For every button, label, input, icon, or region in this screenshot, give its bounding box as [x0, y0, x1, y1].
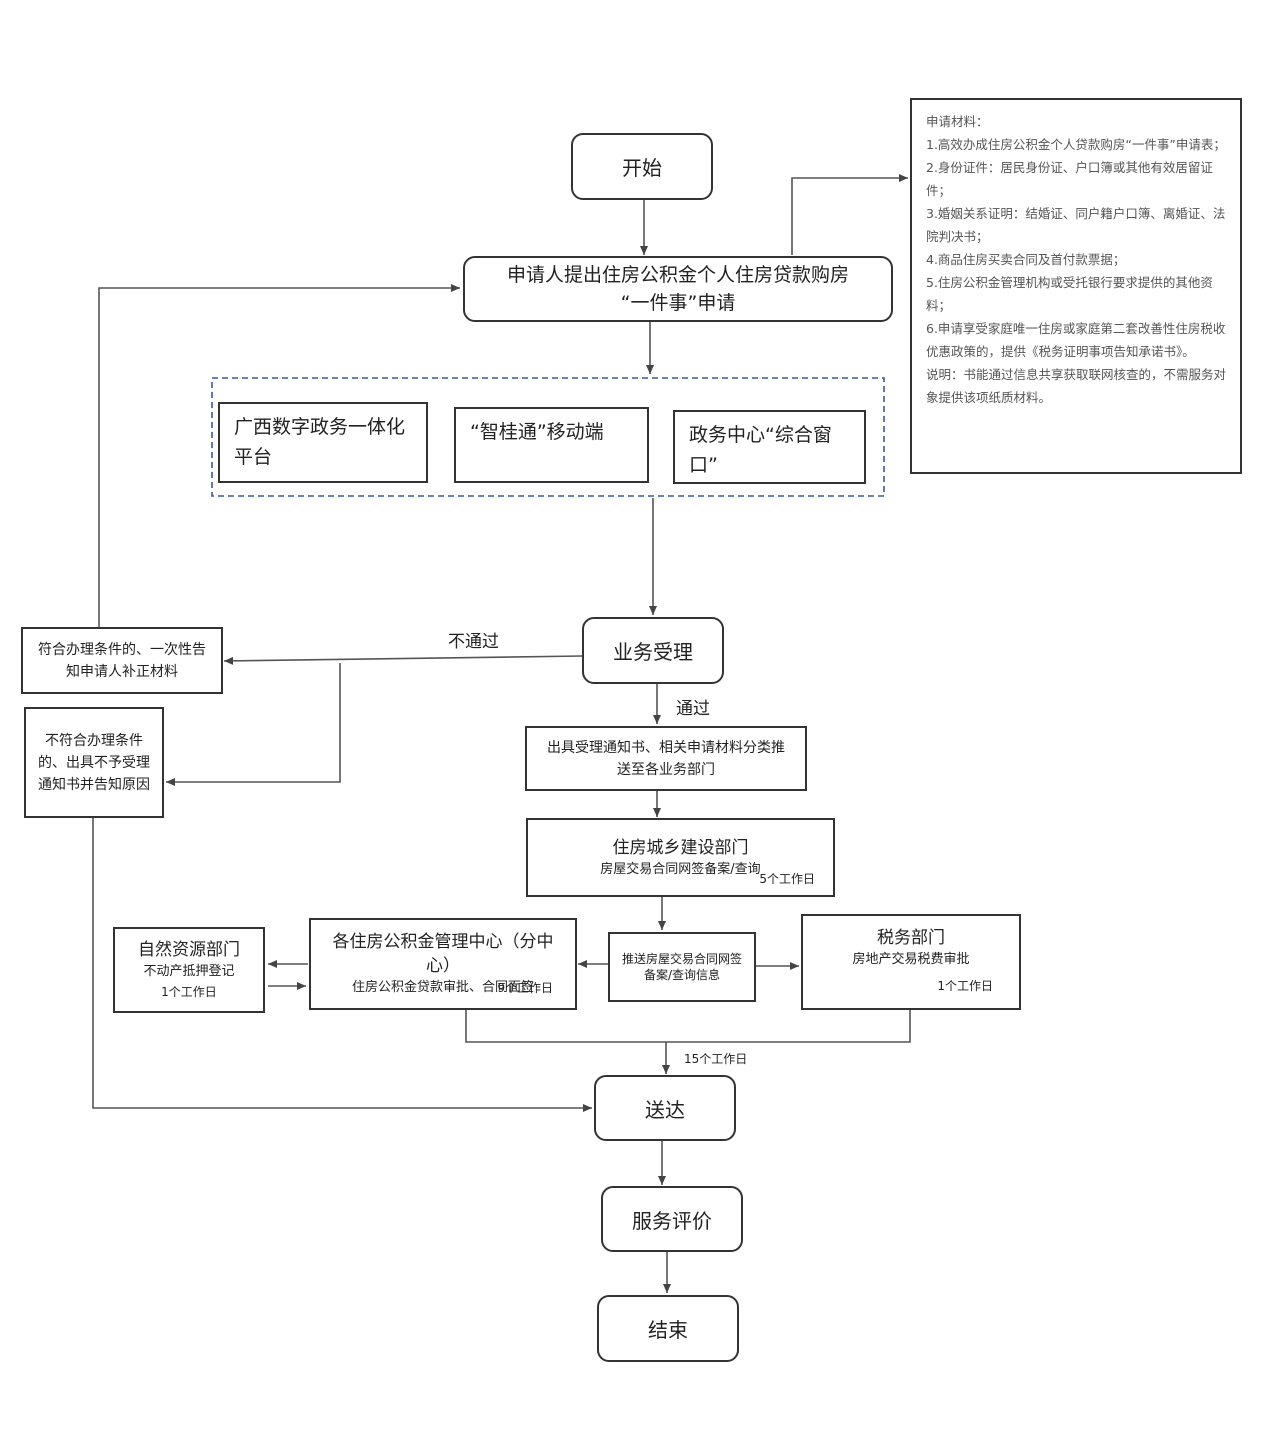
- fail-label: 不通过: [448, 632, 499, 652]
- apply-label-line1: 申请人提出住房公积金个人住房贷款购房: [506, 264, 849, 286]
- natural-dept-sub: 不动产抵押登记: [143, 964, 235, 979]
- arrow-to-reject: [166, 663, 341, 786]
- arrow-reject-deliver: [92, 818, 592, 1112]
- materials-note: 申请材料： 1.高效办成住房公积金个人贷款购房“一件事”申请表； 2.身份证件：…: [910, 98, 1242, 474]
- materials-item: 3.婚姻关系证明：结婚证、同户籍户口簿、离婚证、法院判决书；: [926, 206, 1226, 244]
- supplement-label: 符合办理条件的、一次性告知申请人补正材料: [38, 641, 206, 680]
- arrow-apply-materials: [791, 174, 908, 255]
- start-node: 开始: [571, 133, 713, 200]
- materials-item: 6.申请享受家庭唯一住房或家庭第二套改善性住房税收优惠政策的，提供《税务证明事项…: [926, 321, 1226, 359]
- deliver-node: 送达: [594, 1075, 736, 1141]
- total-days-label: 15个工作日: [684, 1052, 748, 1066]
- housing-dept-node: 住房城乡建设部门 房屋交易合同网签备案/查询 5个工作日: [526, 818, 835, 897]
- tax-dept-title: 税务部门: [877, 928, 945, 948]
- supplement-node: 符合办理条件的、一次性告知申请人补正材料: [21, 627, 223, 694]
- materials-note-text: 说明：书能通过信息共享获取联网核查的，不需服务对象提供该项纸质材料。: [926, 367, 1227, 405]
- push-info-label: 推送房屋交易合同网签备案/查询信息: [622, 952, 743, 982]
- fund-center-title: 各住房公积金管理中心（分中心）: [332, 932, 554, 976]
- reject-label: 不符合办理条件的、出具不予受理通知书并告知原因: [38, 732, 150, 793]
- channel-platform-label: 广西数字政务一体化平台: [234, 416, 406, 468]
- tax-dept-node: 税务部门 房地产交易税费审批 1个工作日: [801, 914, 1021, 1010]
- materials-heading: 申请材料：: [926, 114, 989, 129]
- arrow-accept-supplement: [223, 655, 583, 665]
- arrow-supplement-apply: [98, 284, 460, 627]
- channel-mobile-label: “智桂通”移动端: [470, 421, 604, 443]
- tax-dept-sub: 房地产交易税费审批: [852, 952, 970, 967]
- accept-node: 业务受理: [582, 617, 724, 684]
- end-label: 结束: [648, 1318, 688, 1342]
- channel-window-label: 政务中心“综合窗口”: [689, 424, 832, 476]
- materials-item: 1.高效办成住房公积金个人贷款购房“一件事”申请表；: [926, 137, 1226, 152]
- materials-item: 4.商品住房买卖合同及首付款票据；: [926, 252, 1126, 267]
- fund-center-days: 9个工作日: [497, 981, 553, 995]
- reject-node: 不符合办理条件的、出具不予受理通知书并告知原因: [24, 707, 164, 818]
- fund-center-sub: 住房公积金贷款审批、合同面签: [351, 980, 534, 995]
- natural-dept-node: 自然资源部门 不动产抵押登记 1个工作日: [113, 927, 265, 1013]
- channel-window: 政务中心“综合窗口”: [673, 410, 866, 484]
- pass-label: 通过: [676, 699, 710, 719]
- apply-node: 申请人提出住房公积金个人住房贷款购房 “一件事”申请: [463, 256, 893, 322]
- natural-dept-days: 1个工作日: [161, 985, 217, 999]
- housing-dept-days: 5个工作日: [759, 872, 815, 886]
- channel-group-border: [211, 377, 885, 497]
- natural-dept-title: 自然资源部门: [138, 940, 240, 960]
- materials-item: 5.住房公积金管理机构或受托银行要求提供的其他资料；: [926, 275, 1213, 313]
- merge-line: [465, 1010, 911, 1043]
- dispatch-node: 出具受理通知书、相关申请材料分类推送至各业务部门: [525, 726, 807, 791]
- push-info-node: 推送房屋交易合同网签备案/查询信息: [608, 932, 756, 1002]
- fund-center-node: 各住房公积金管理中心（分中心） 住房公积金贷款审批、合同面签 9个工作日: [309, 918, 577, 1010]
- end-node: 结束: [597, 1295, 739, 1362]
- channel-platform: 广西数字政务一体化平台: [218, 402, 428, 483]
- housing-dept-title: 住房城乡建设部门: [612, 837, 749, 858]
- channel-mobile: “智桂通”移动端: [454, 407, 649, 483]
- materials-item: 2.身份证件：居民身份证、户口簿或其他有效居留证件；: [926, 160, 1213, 198]
- start-label: 开始: [622, 156, 662, 180]
- housing-dept-sub: 房屋交易合同网签备案/查询: [600, 861, 761, 877]
- apply-label-line2: “一件事”申请: [620, 292, 736, 314]
- deliver-label: 送达: [645, 1097, 685, 1122]
- tax-dept-days: 1个工作日: [937, 979, 993, 993]
- evaluate-label: 服务评价: [632, 1208, 712, 1233]
- accept-label: 业务受理: [613, 640, 693, 664]
- dispatch-label: 出具受理通知书、相关申请材料分类推送至各业务部门: [547, 739, 785, 778]
- evaluate-node: 服务评价: [601, 1186, 743, 1252]
